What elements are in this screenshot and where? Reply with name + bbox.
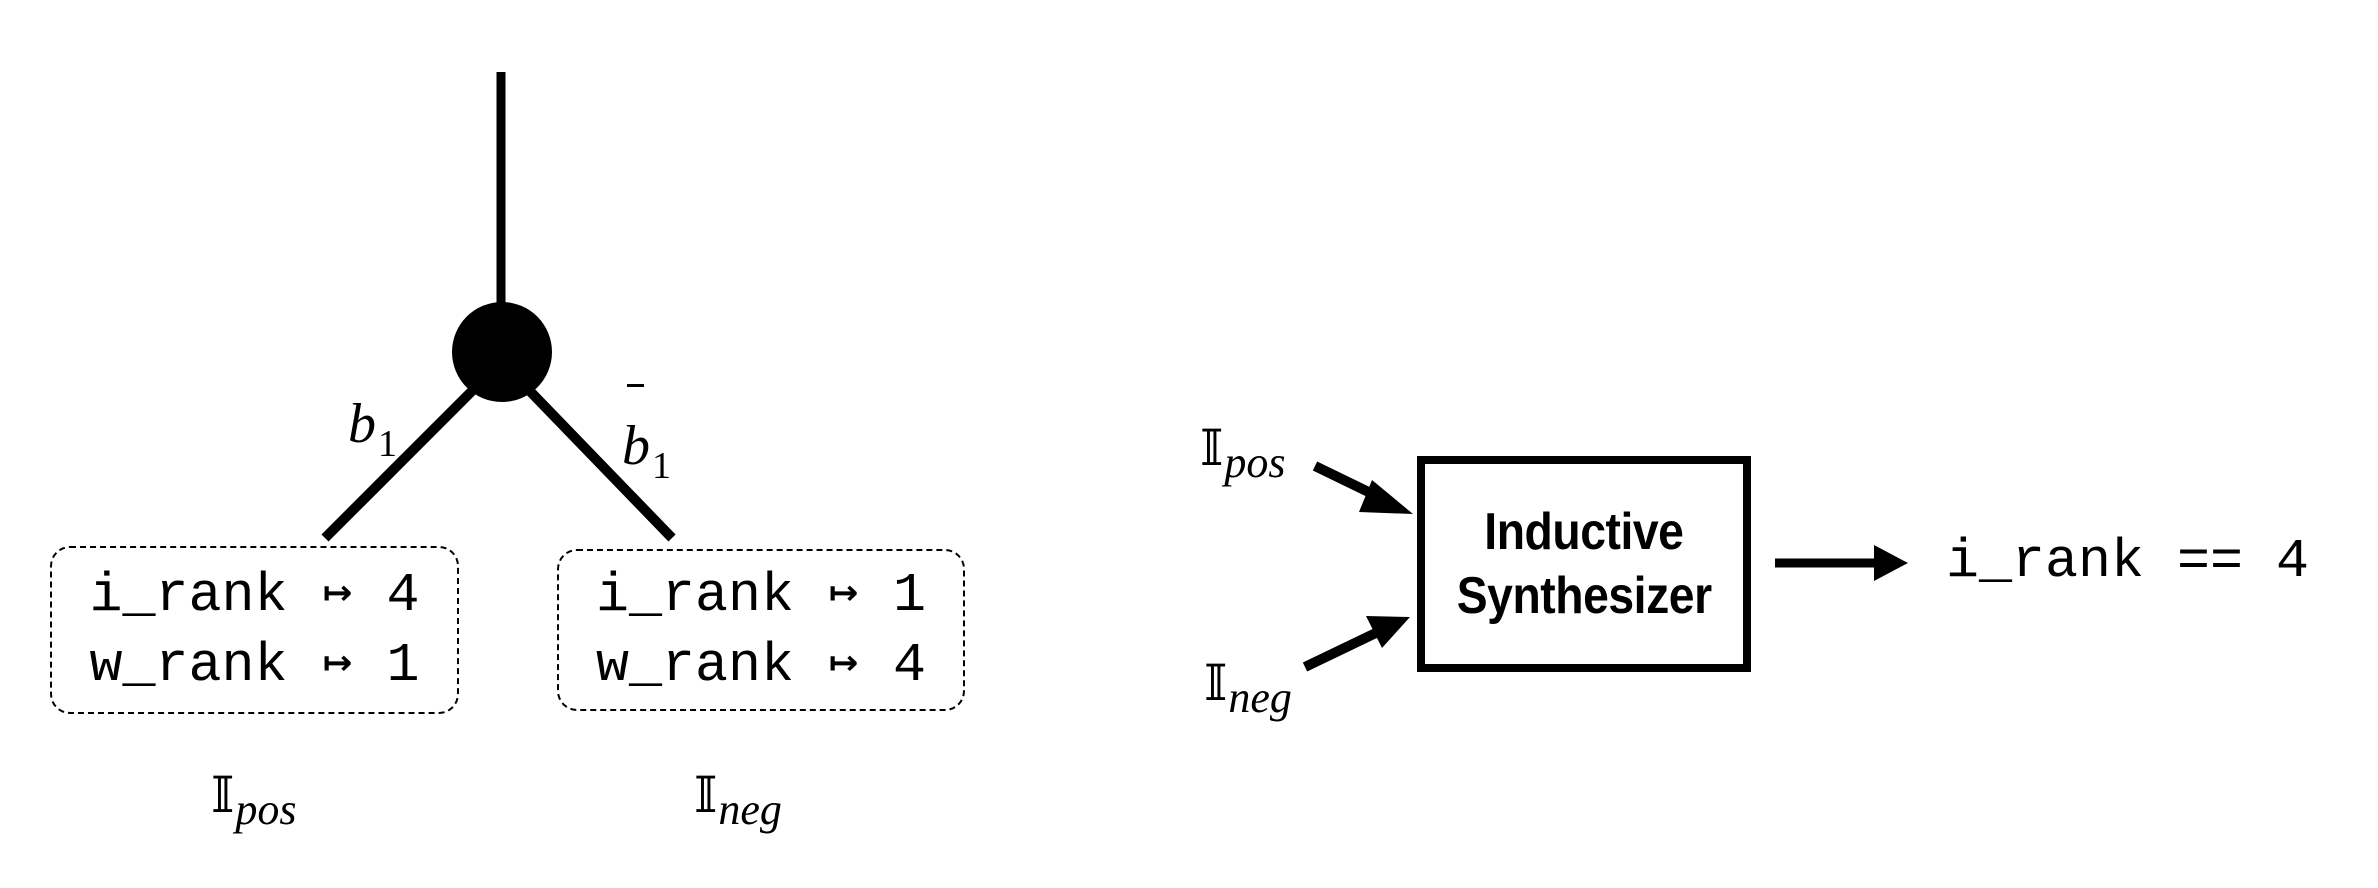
variable-value: 4 (386, 564, 420, 627)
maps-to-icon: ↦ (828, 643, 859, 683)
variable-name: i_rank (89, 564, 288, 627)
branch-label-subscript: 1 (652, 445, 671, 487)
inductive-synthesizer-block: Inductive Synthesizer (1417, 456, 1751, 672)
set-label-subscript: pos (1224, 438, 1286, 487)
assignment-line: w_rank ↦ 1 (52, 628, 457, 701)
indicator-symbol: 𝕀 (211, 766, 235, 824)
variable-name: w_rank (595, 634, 794, 697)
variable-name: i_rank (595, 564, 794, 627)
indicator-symbol: 𝕀 (1204, 654, 1228, 712)
assignment-line: i_rank ↦ 1 (559, 558, 963, 631)
synthesized-predicate: i_rank == 4 (1946, 530, 2310, 593)
set-label-negative: 𝕀neg (686, 752, 782, 834)
synthesizer-input-negative: 𝕀neg (1196, 640, 1292, 722)
indicator-symbol: 𝕀 (1200, 419, 1224, 477)
arrow-synthesizer-output (1775, 545, 1908, 581)
negation-bar (627, 384, 644, 387)
branch-label-base: b (622, 415, 650, 477)
maps-to-icon: ↦ (322, 643, 352, 683)
decision-node (452, 302, 552, 402)
branch-label-b1: b1 (340, 374, 397, 465)
tree-edge-false-branch (520, 381, 676, 542)
branch-label-base: b (348, 393, 376, 455)
set-label-subscript: neg (718, 785, 782, 834)
tree-edge-true-branch (321, 381, 482, 542)
branch-label-b1-negated: b1 (614, 378, 671, 487)
variable-value: 1 (893, 564, 927, 627)
arrow-pos-to-synthesizer (1312, 461, 1413, 514)
maps-to-icon: ↦ (828, 573, 859, 613)
variable-name: w_rank (89, 634, 288, 697)
indicator-symbol: 𝕀 (694, 766, 718, 824)
synthesizer-input-positive: 𝕀pos (1192, 405, 1286, 487)
positive-example-box: i_rank ↦ 4 w_rank ↦ 1 (50, 546, 459, 714)
variable-value: 4 (893, 634, 927, 697)
variable-value: 1 (386, 634, 420, 697)
branch-label-subscript: 1 (378, 423, 397, 465)
assignment-line: w_rank ↦ 4 (559, 628, 963, 701)
maps-to-icon: ↦ (322, 573, 352, 613)
set-label-subscript: pos (235, 785, 297, 834)
synthesizer-title-line1: Inductive (1484, 503, 1684, 561)
assignment-line: i_rank ↦ 4 (52, 558, 457, 631)
negative-example-box: i_rank ↦ 1 w_rank ↦ 4 (557, 549, 965, 711)
set-label-positive: 𝕀pos (203, 752, 297, 834)
arrow-neg-to-synthesizer (1302, 616, 1410, 672)
set-label-subscript: neg (1228, 673, 1292, 722)
synthesizer-title-line2: Synthesizer (1456, 567, 1712, 625)
